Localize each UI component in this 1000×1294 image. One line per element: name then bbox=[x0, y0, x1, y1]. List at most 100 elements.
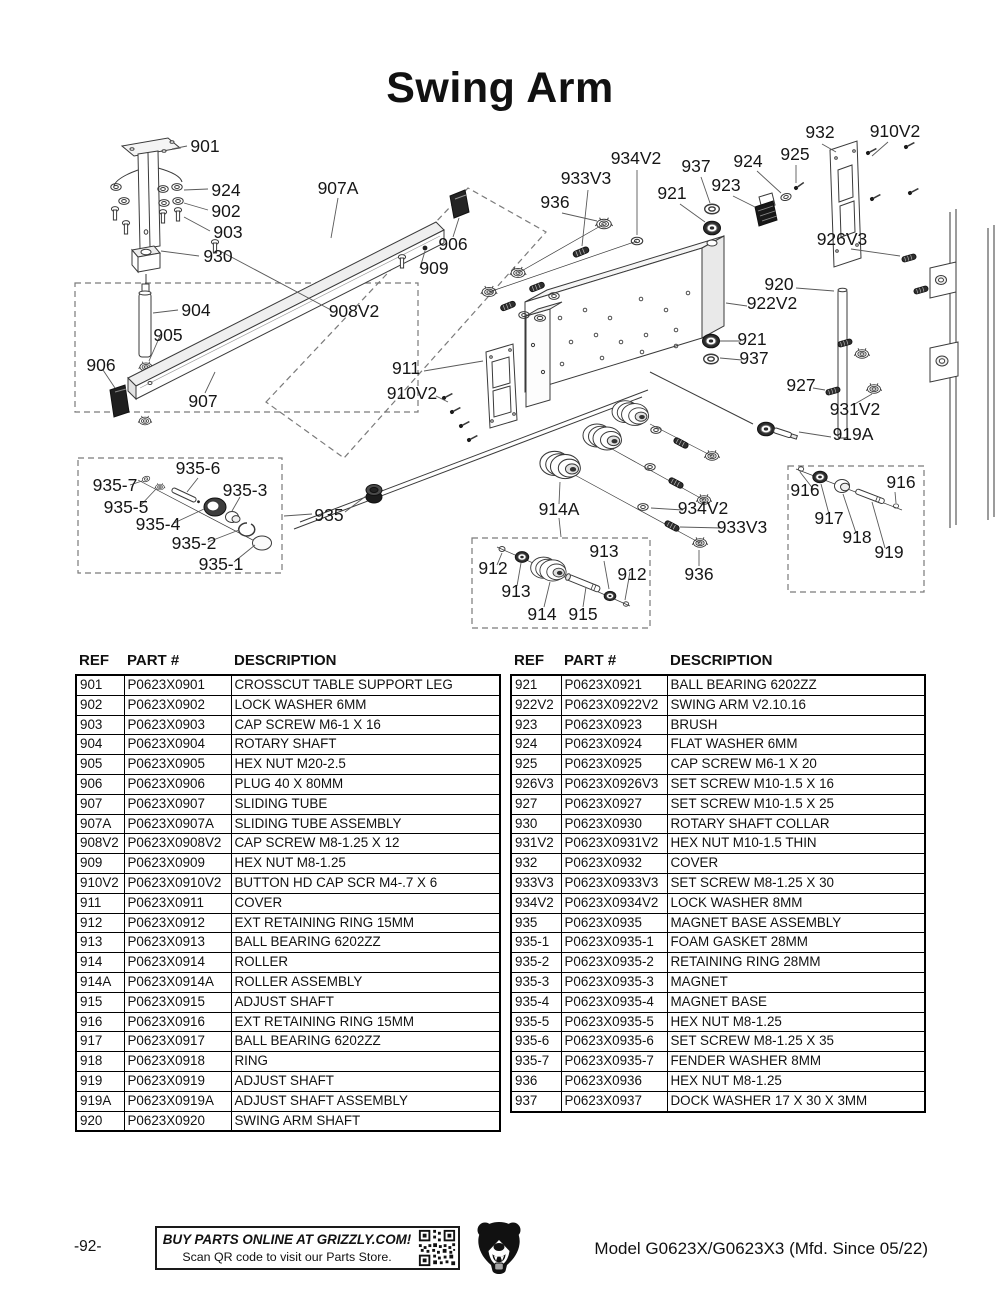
leader-lines bbox=[102, 141, 901, 608]
buy-parts-box: BUY PARTS ONLINE AT GRIZZLY.COM! Scan QR… bbox=[155, 1226, 460, 1270]
desc-cell: SET SCREW M10-1.5 X 25 bbox=[666, 793, 926, 815]
desc-cell: MAGNET bbox=[666, 971, 926, 993]
part-label-911: 911 bbox=[392, 358, 420, 378]
part-cell: P0623X0920 bbox=[123, 1110, 232, 1132]
part-label-916b: 916 bbox=[886, 472, 915, 492]
part-cell: P0623X0935-6 bbox=[560, 1031, 668, 1053]
part-label-901: 901 bbox=[190, 136, 219, 156]
part-label-927: 927 bbox=[786, 375, 815, 395]
part-label-930: 930 bbox=[203, 246, 232, 266]
ref-cell: 912 bbox=[75, 912, 125, 934]
part-cell: P0623X0909 bbox=[123, 853, 232, 874]
ref-cell: 914 bbox=[75, 952, 125, 973]
ref-cell: 907A bbox=[75, 813, 125, 835]
part-cell: P0623X0917 bbox=[123, 1031, 232, 1053]
ref-cell: 937 bbox=[510, 1090, 562, 1113]
ref-cell: 935-4 bbox=[510, 991, 562, 1013]
desc-cell: SWING ARM SHAFT bbox=[230, 1110, 501, 1132]
part-label-925: 925 bbox=[780, 144, 809, 164]
ref-cell: 935-2 bbox=[510, 952, 562, 973]
part-label-918: 918 bbox=[842, 527, 871, 547]
ref-cell: 910V2 bbox=[75, 872, 125, 894]
part-label-909: 909 bbox=[419, 258, 448, 278]
desc-cell: ADJUST SHAFT bbox=[230, 991, 501, 1013]
desc-cell: PLUG 40 X 80MM bbox=[230, 773, 501, 795]
desc-cell: MAGNET BASE bbox=[666, 991, 926, 1013]
part-label-919: 919 bbox=[874, 542, 903, 562]
upper-hardware bbox=[480, 217, 644, 319]
ref-cell: 918 bbox=[75, 1051, 125, 1072]
ref-cell: 934V2 bbox=[510, 892, 562, 914]
part-label-907: 907 bbox=[188, 391, 217, 411]
washer-924-screw-925 bbox=[779, 180, 806, 203]
ref-cell: 926V3 bbox=[510, 773, 562, 795]
ref-cell: 906 bbox=[75, 773, 125, 795]
ref-cell: 915 bbox=[75, 991, 125, 1013]
part-cell: P0623X0906 bbox=[123, 773, 232, 795]
part-label-931V2: 931V2 bbox=[830, 399, 881, 419]
table-header: REF PART # DESCRIPTION bbox=[75, 652, 501, 669]
ref-cell: 904 bbox=[75, 734, 125, 756]
part-label-904: 904 bbox=[181, 300, 210, 320]
part-cell: P0623X0930 bbox=[560, 813, 668, 835]
ref-cell: 936 bbox=[510, 1070, 562, 1092]
part-label-924b: 924 bbox=[733, 151, 762, 171]
desc-cell: SET SCREW M8-1.25 X 35 bbox=[666, 1031, 926, 1053]
desc-cell: LOCK WASHER 6MM bbox=[230, 694, 501, 716]
page-title: Swing Arm bbox=[386, 64, 614, 112]
ref-cell: 935-5 bbox=[510, 1011, 562, 1033]
exploded-parts-diagram: 901 924 902 903 930 904 905 906 907 907A… bbox=[74, 121, 995, 629]
part-label-906b: 906 bbox=[438, 234, 467, 254]
desc-cell: DOCK WASHER 17 X 30 X 3MM bbox=[666, 1090, 926, 1113]
part-label-920: 920 bbox=[764, 274, 793, 294]
description-header: DESCRIPTION bbox=[234, 652, 337, 669]
assembly-dashed-outline bbox=[265, 187, 547, 459]
part-header: PART # bbox=[127, 652, 180, 669]
part-label-914A: 914A bbox=[539, 499, 580, 519]
part-cell: P0623X0927 bbox=[560, 793, 668, 815]
part-cell: P0623X0935-2 bbox=[560, 952, 668, 973]
ref-cell: 923 bbox=[510, 714, 562, 736]
part-label-905: 905 bbox=[153, 325, 182, 345]
desc-cell: FLAT WASHER 6MM bbox=[666, 734, 926, 756]
desc-cell: FOAM GASKET 28MM bbox=[666, 932, 926, 954]
part-cell: P0623X0922V2 bbox=[560, 694, 668, 716]
part-cell: P0623X0907 bbox=[123, 793, 232, 815]
part-label-913b: 913 bbox=[589, 541, 618, 561]
desc-cell: COVER bbox=[666, 853, 926, 874]
part-cell: P0623X0910V2 bbox=[123, 872, 232, 894]
part-label-932: 932 bbox=[805, 122, 834, 142]
ref-cell: 913 bbox=[75, 932, 125, 954]
part-label-913a: 913 bbox=[501, 581, 530, 601]
part-cell: P0623X0935-5 bbox=[560, 1011, 668, 1033]
desc-cell: ROLLER ASSEMBLY bbox=[230, 971, 501, 993]
part-label-936a: 936 bbox=[540, 192, 569, 212]
part-label-903: 903 bbox=[213, 222, 242, 242]
desc-cell: CROSSCUT TABLE SUPPORT LEG bbox=[230, 674, 501, 696]
part-label-935-1: 935-1 bbox=[199, 554, 244, 574]
part-cell: P0623X0914 bbox=[123, 952, 232, 973]
part-label-933V3a: 933V3 bbox=[561, 168, 612, 188]
part-cell: P0623X0933V3 bbox=[560, 872, 668, 894]
ref-cell: 919A bbox=[75, 1090, 125, 1112]
part-cell: P0623X0926V3 bbox=[560, 773, 668, 795]
part-label-935-5: 935-5 bbox=[104, 497, 149, 517]
rail-brackets bbox=[929, 261, 959, 383]
desc-cell: HEX NUT M8-1.25 bbox=[230, 853, 501, 874]
sliding-tube-detail-box bbox=[74, 282, 419, 413]
buy-parts-text: BUY PARTS ONLINE AT GRIZZLY.COM! Scan QR… bbox=[157, 1231, 417, 1266]
